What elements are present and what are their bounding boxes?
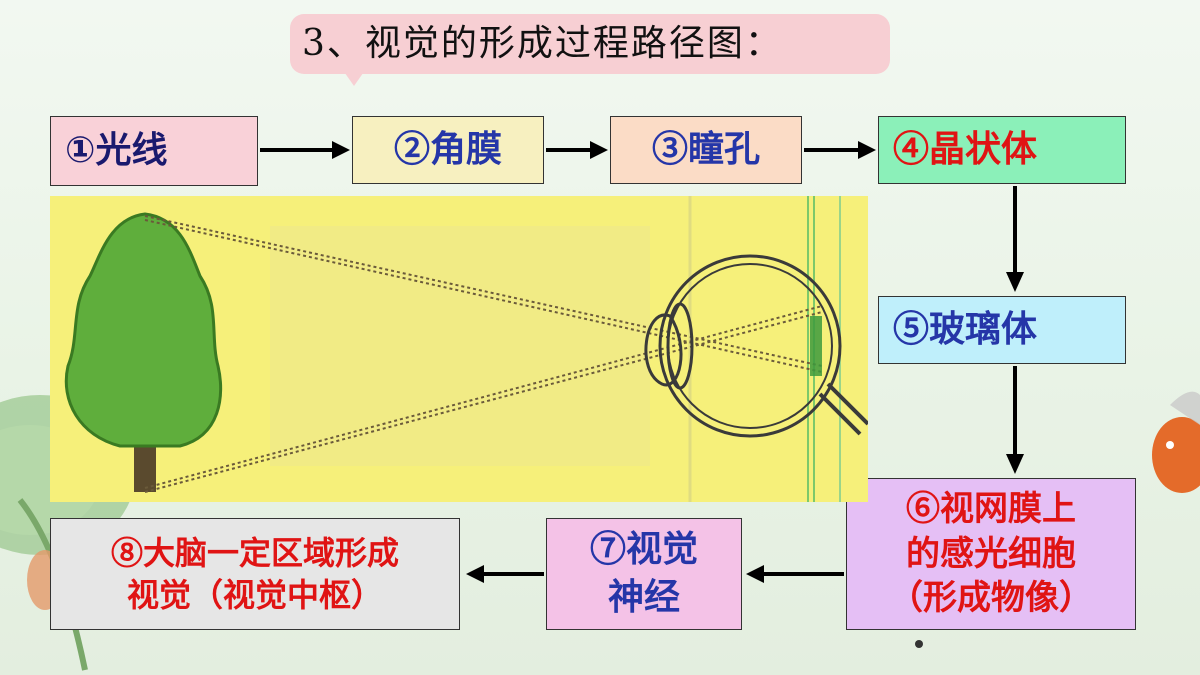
step-brain-box: ⑧大脑一定区域形成 视觉（视觉中枢） bbox=[50, 518, 460, 630]
step-lens-box: ④晶状体 bbox=[878, 116, 1126, 184]
bullet-dot bbox=[915, 640, 923, 648]
step-optic-nerve-line-2: 神经 bbox=[607, 576, 680, 618]
step-retina-line-1: ⑥视网膜上 bbox=[906, 488, 1076, 529]
arrow-right-3 bbox=[804, 141, 876, 159]
step-cornea-box: ②角膜 bbox=[352, 116, 544, 184]
title-bubble-tail bbox=[340, 66, 368, 86]
step-pupil-label: ③瞳孔 bbox=[651, 128, 760, 171]
arrow-left-1 bbox=[746, 565, 844, 583]
title-bubble bbox=[290, 14, 890, 74]
arrow-right-1 bbox=[260, 141, 350, 159]
page-title: 3、视觉的形成过程路径图： bbox=[302, 23, 783, 64]
tree-icon bbox=[64, 212, 223, 492]
eyeball-icon bbox=[644, 254, 868, 438]
step-optic-nerve-box: ⑦视觉 神经 bbox=[546, 518, 742, 630]
step-pupil-box: ③瞳孔 bbox=[610, 116, 802, 184]
step-light-label: ①光线 bbox=[65, 130, 168, 172]
arrow-left-2 bbox=[466, 565, 544, 583]
eye-imaging-illustration bbox=[50, 196, 868, 502]
arrow-down-2 bbox=[1006, 366, 1024, 474]
step-vitreous-label: ⑤玻璃体 bbox=[893, 308, 1038, 351]
step-retina-line-2: 的感光细胞 bbox=[906, 533, 1076, 574]
arrow-right-2 bbox=[546, 141, 608, 159]
step-brain-line-2: 视觉（视觉中枢） bbox=[126, 576, 383, 614]
step-brain-line-1: ⑧大脑一定区域形成 bbox=[110, 533, 399, 572]
step-retina-box: ⑥视网膜上 的感光细胞 （形成物像） bbox=[846, 478, 1136, 630]
step-vitreous-box: ⑤玻璃体 bbox=[878, 296, 1126, 364]
koi-fish-decoration bbox=[1152, 391, 1200, 493]
step-cornea-label: ②角膜 bbox=[393, 128, 502, 171]
step-lens-label: ④晶状体 bbox=[893, 128, 1038, 171]
arrow-down-1 bbox=[1006, 186, 1024, 292]
step-retina-line-3: （形成物像） bbox=[889, 578, 1093, 619]
step-optic-nerve-line-1: ⑦视觉 bbox=[589, 528, 698, 571]
step-light-box: ①光线 bbox=[50, 116, 258, 186]
